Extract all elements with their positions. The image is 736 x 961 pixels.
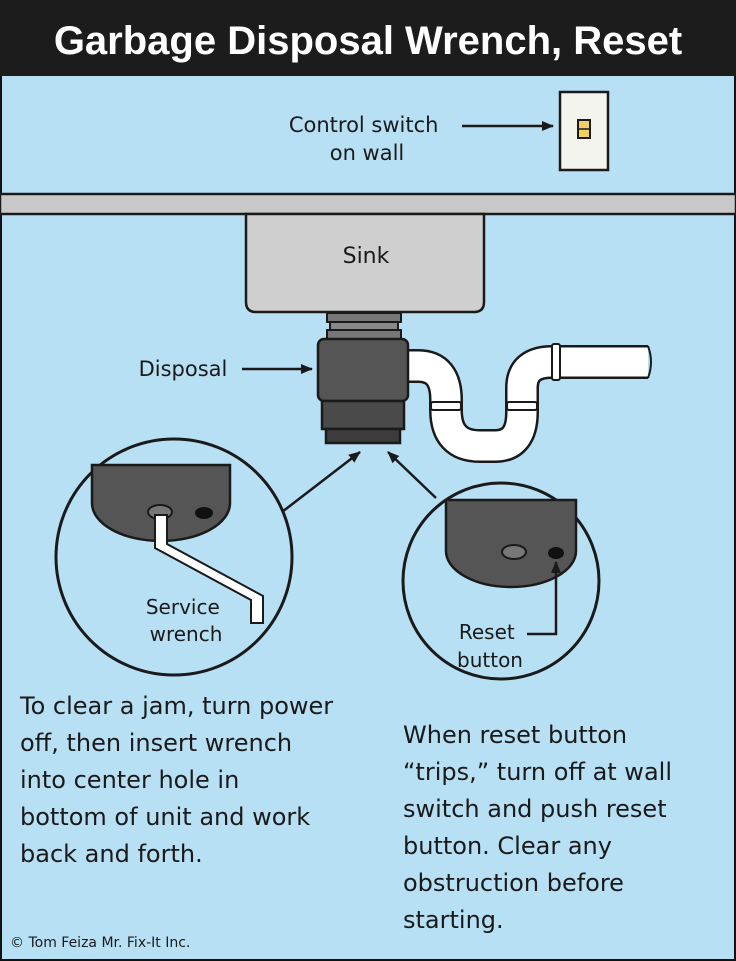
- hex-wrench-icon: [154, 514, 264, 624]
- light-switch-icon: [558, 90, 610, 172]
- p-trap-pipe-icon: [401, 343, 652, 463]
- reset-button-icon: [548, 547, 564, 559]
- page-title: Garbage Disposal Wrench, Reset: [54, 19, 682, 63]
- reset-button-label: Reset button: [457, 620, 523, 672]
- countertop: [0, 192, 736, 216]
- reset-button-dot-left: [195, 507, 213, 519]
- sink-basin: [244, 212, 486, 314]
- title-bar: [0, 0, 736, 76]
- sink-label: Sink: [343, 244, 390, 269]
- disposal-label: Disposal: [139, 357, 228, 381]
- detail-arrow-right: [387, 451, 437, 499]
- clear-jam-instructions: To clear a jam, turn power off, then ins…: [19, 692, 341, 868]
- service-wrench-label: Service wrench: [146, 595, 226, 646]
- disposal-bottom-right: [444, 498, 578, 589]
- copyright-credit: © Tom Feiza Mr. Fix-It Inc.: [10, 935, 190, 951]
- center-hole-right: [501, 544, 527, 560]
- reset-instructions: When reset button “trips,” turn off at w…: [403, 721, 680, 934]
- garbage-disposal-icon: [316, 312, 410, 445]
- reset-button-pointer: [527, 561, 561, 636]
- control-switch-label: Control switch on wall: [289, 113, 445, 165]
- detail-arrow-left: [281, 451, 361, 513]
